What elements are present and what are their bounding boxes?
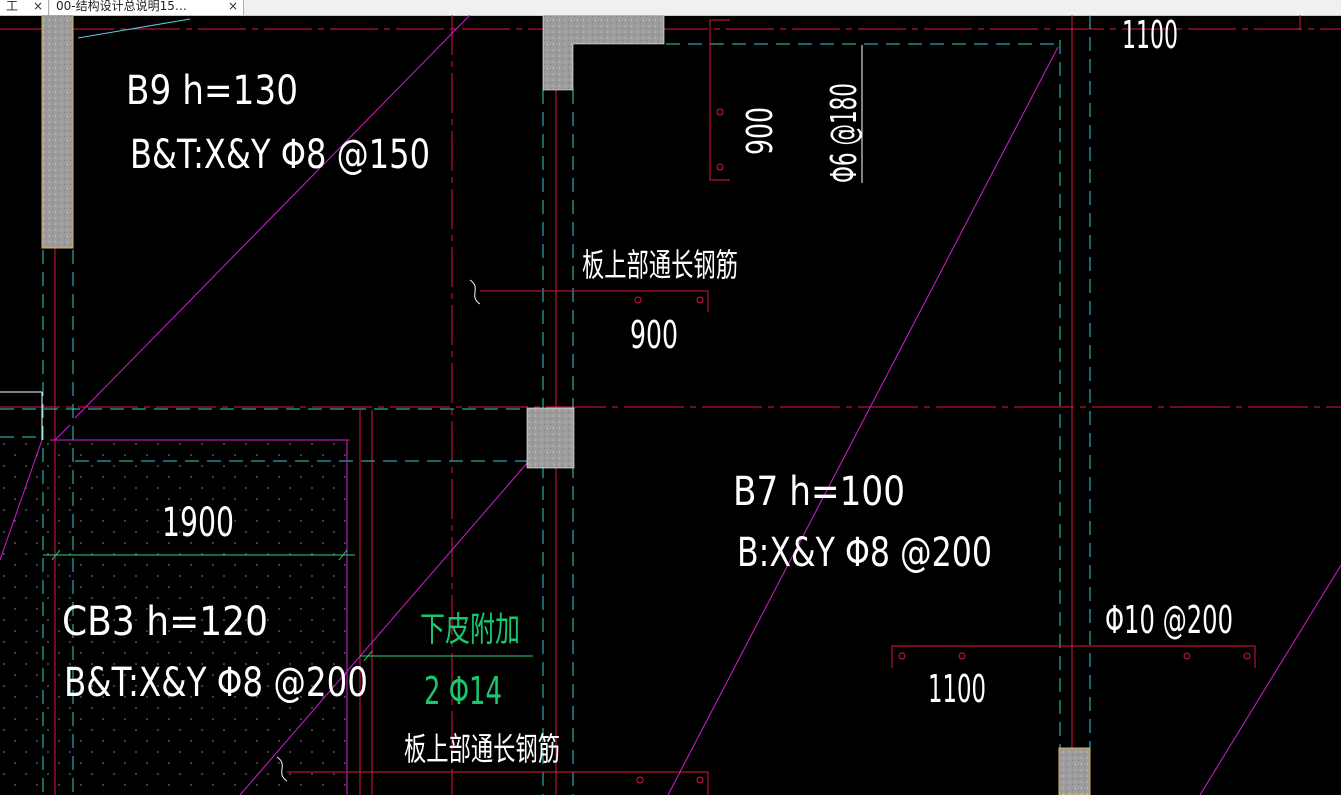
bottom-additional-bars: 2 Φ14 (424, 669, 502, 713)
column (526, 407, 575, 469)
tab-drawing-1[interactable]: 工 × (0, 0, 49, 15)
close-icon[interactable]: × (32, 0, 43, 13)
dimension-900-horizontal: 900 (630, 313, 678, 357)
dimension-1900 (43, 549, 355, 561)
top-through-rebar-label: 板上部通长钢筋 (404, 730, 560, 768)
slab-b7-title: B7 h=100 (733, 469, 905, 515)
tab-label: 00-结构设计总说明15… (56, 0, 187, 13)
cad-drawing-canvas[interactable]: B9 h=130 B&T:X&Y Φ8 @150 板上部通长钢筋 900 110… (0, 15, 1341, 795)
column (542, 15, 665, 91)
wall-edge-lines (0, 391, 43, 440)
rebar-vertical-900 (709, 19, 730, 181)
slab-b9-title: B9 h=130 (126, 68, 298, 114)
document-tab-bar: 工 × 00-结构设计总说明15… × (0, 0, 1341, 16)
top-rebar-1 (469, 279, 709, 312)
bottom-additional-label: 下皮附加 (420, 610, 520, 650)
column (1058, 747, 1091, 795)
top-through-rebar-label: 板上部通长钢筋 (582, 246, 738, 284)
close-icon[interactable]: × (227, 0, 238, 13)
slab-cb3-rebar: B&T:X&Y Φ8 @200 (64, 660, 368, 706)
dimension-900-vertical: 900 (740, 107, 781, 155)
dimension-1100-bottom: 1100 (928, 667, 986, 711)
top-rebar-2 (276, 756, 709, 795)
magenta-lines (0, 15, 1341, 795)
slab-cb3-title: CB3 h=120 (62, 599, 268, 645)
tab-structural-design-notes[interactable]: 00-结构设计总说明15… × (50, 0, 244, 15)
slab-b9-rebar: B&T:X&Y Φ8 @150 (130, 132, 430, 178)
cyan-diagonal (77, 18, 191, 39)
column (41, 15, 74, 249)
slab-b7-rebar: B:X&Y Φ8 @200 (737, 530, 992, 576)
dimension-1900: 1900 (162, 500, 234, 546)
dimension-1100-top: 1100 (1122, 15, 1178, 57)
rebar-phi10-label: Φ10 @200 (1105, 598, 1233, 642)
bottom-additional-leader (360, 650, 533, 662)
rebar-phi10 (891, 645, 1256, 668)
tab-label: 工 (6, 0, 19, 13)
rebar-phi6-label: Φ6 @180 (824, 83, 865, 183)
